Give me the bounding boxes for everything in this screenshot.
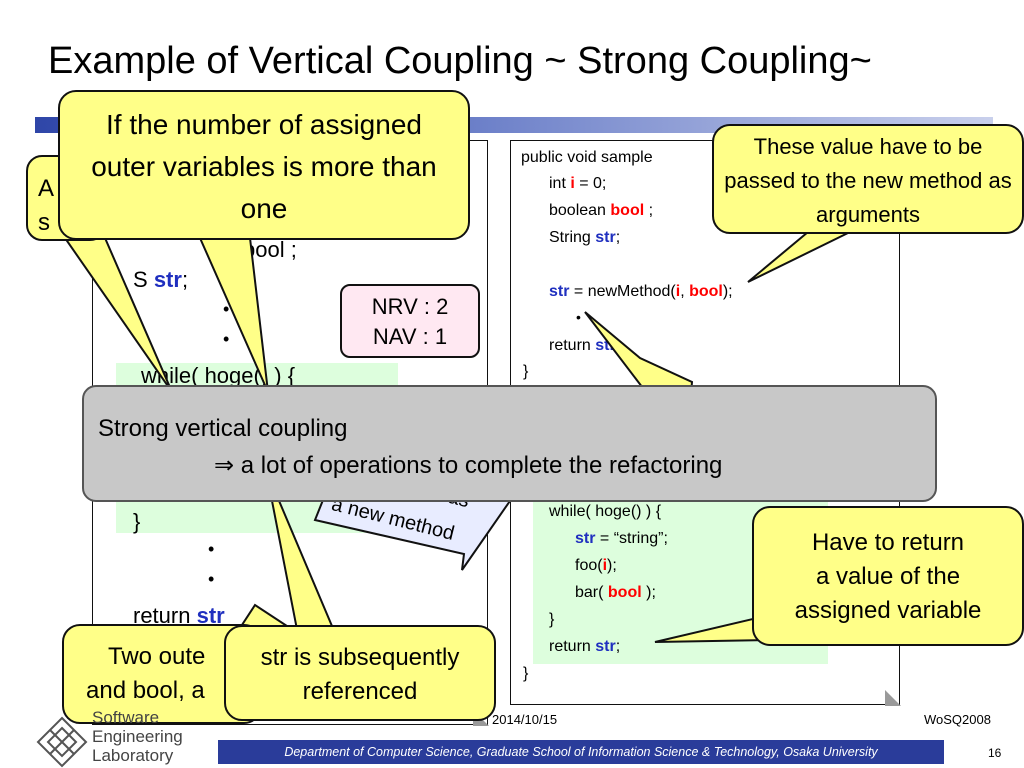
callout-return-value: Have to return a value of the assigned v…	[752, 506, 1024, 646]
callout-text: a value of the	[815, 563, 961, 590]
code-signature: public void sample	[521, 149, 653, 166]
ellipsis-dot: •	[223, 329, 230, 349]
page-number: 16	[988, 746, 1002, 760]
code-text: );	[722, 283, 733, 300]
page-fold	[885, 690, 901, 706]
callout-subsequently-referenced: str is subsequently referenced	[224, 625, 496, 721]
code-int-decl: int i = 0;	[549, 175, 606, 193]
logo-line: Engineering	[92, 727, 183, 746]
code-text: ;	[615, 229, 621, 246]
callout-text: Have to return	[811, 529, 965, 556]
var-str: str	[549, 283, 570, 300]
code-new-bar: bar( bool );	[575, 584, 656, 602]
callout-text: These value have to be passed to the new…	[724, 134, 1012, 227]
code-close-brace: }	[523, 363, 529, 380]
nav-metric: NAV : 1	[372, 324, 448, 349]
code-text: S	[133, 267, 148, 292]
metrics-box: NRV : 2 NAV : 1	[340, 284, 480, 358]
code-text: boolean	[549, 202, 611, 219]
callout-text: referenced	[302, 678, 418, 705]
var-str: str	[595, 638, 616, 655]
lab-logo: Software Engineering Laboratory	[36, 708, 216, 768]
nrv-metric: NRV : 2	[371, 294, 449, 319]
code-new-close-loop: }	[549, 611, 555, 628]
logo-line: Software	[92, 708, 160, 727]
code-new-assign: str = “string”;	[575, 530, 668, 548]
code-text: = “string”;	[595, 530, 668, 547]
code-text: = 0;	[574, 175, 607, 192]
callout-text: assigned variable	[794, 597, 982, 624]
summary-box: Strong vertical coupling ⇒ a lot of oper…	[82, 385, 937, 502]
code-new-while: while( hoge() ) {	[549, 503, 662, 520]
code-bool-decl: boolean bool ;	[549, 202, 653, 220]
var-i: i	[570, 175, 575, 192]
callout-text: If the number of assigned outer variable…	[91, 109, 437, 224]
code-text: return	[549, 638, 596, 655]
code-text: = newMethod(	[569, 283, 676, 300]
code-call: str = newMethod(i, bool);	[549, 283, 733, 301]
ellipsis-dot: •	[223, 299, 230, 319]
ellipsis-dot: •	[576, 309, 581, 325]
code-text: int	[549, 175, 571, 192]
code-text: return	[549, 337, 596, 354]
code-line-return: return str	[133, 603, 225, 629]
code-string-decl: String str;	[549, 229, 620, 247]
summary-line2: ⇒ a lot of operations to complete the re…	[214, 452, 723, 479]
var-bool: bool	[607, 584, 642, 601]
footer-bar: Department of Computer Science, Graduate…	[218, 740, 944, 764]
code-text: ;	[644, 202, 654, 219]
slide-title: Example of Vertical Coupling ~ Strong Co…	[48, 40, 872, 82]
logo-icon	[36, 716, 88, 768]
ellipsis-dot: •	[208, 569, 215, 589]
code-text: bar(	[575, 584, 608, 601]
code-new-close-method: }	[523, 665, 529, 682]
code-text: String	[549, 229, 596, 246]
callout-text: str is subsequently	[260, 644, 460, 671]
logo-text: Software Engineering Laboratory	[92, 708, 183, 765]
var-str: str	[153, 267, 182, 292]
var-str: str	[575, 530, 596, 547]
logo-line: Laboratory	[92, 746, 174, 765]
var-i: i	[675, 283, 681, 300]
var-i: i	[602, 557, 608, 574]
var-str: str	[595, 229, 616, 246]
callout-arguments: These value have to be passed to the new…	[712, 124, 1024, 234]
callout-text: s	[38, 209, 50, 236]
ellipsis-dot: •	[208, 539, 215, 559]
var-bool: bool	[689, 283, 723, 300]
code-text: );	[607, 557, 617, 574]
var-str: str	[196, 603, 225, 628]
var-bool: bool	[610, 202, 645, 219]
summary-line1: Strong vertical coupling	[98, 415, 348, 442]
callout-text: A	[38, 175, 55, 202]
slide-date: 2014/10/15	[492, 712, 558, 727]
code-new-foo: foo(i);	[575, 557, 617, 575]
code-text: ,	[680, 283, 690, 300]
code-text: return	[133, 603, 191, 628]
code-text: );	[641, 584, 656, 601]
code-new-return: return str;	[549, 638, 620, 656]
callout-outer-variables: If the number of assigned outer variable…	[58, 90, 470, 240]
callout-text: Two oute	[108, 643, 206, 670]
code-text: ;	[615, 638, 621, 655]
code-text: foo(	[575, 557, 603, 574]
callout-text: and bool, a	[86, 677, 205, 704]
code-line-string-decl: S str;	[133, 267, 189, 292]
conference-name: WoSQ2008	[924, 712, 991, 727]
code-line-close: }	[133, 509, 141, 534]
